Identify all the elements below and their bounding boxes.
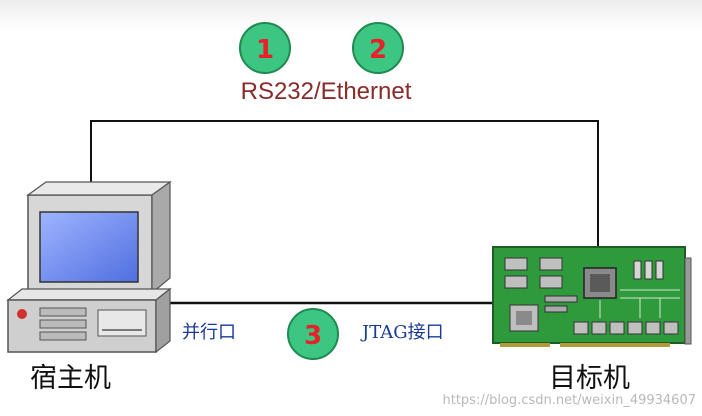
parallel-port-label: 并行口	[182, 322, 236, 343]
badge-2-circle	[352, 22, 404, 74]
badge-2: 2	[352, 22, 404, 74]
host-label: 宿主机	[30, 363, 111, 394]
jtag-port-label: JTAG接口	[360, 322, 444, 343]
badge-1-circle	[239, 22, 291, 74]
host-computer-icon	[6, 180, 172, 354]
protocol-label: RS232/Ethernet	[241, 78, 412, 105]
target-label: 目标机	[549, 363, 630, 394]
badge-3: 3	[287, 308, 339, 360]
badge-1-number: 1	[256, 35, 274, 65]
target-board-icon	[492, 246, 692, 347]
badge-2-number: 2	[369, 35, 387, 65]
top-shade	[0, 0, 702, 30]
badge-1: 1	[239, 22, 291, 74]
power-led	[17, 309, 27, 319]
badge-3-circle	[287, 308, 339, 360]
badge-3-number: 3	[304, 321, 322, 351]
serial-ethernet-line	[90, 120, 599, 248]
monitor-screen	[39, 211, 139, 283]
watermark-text: https://blog.csdn.net/weixin_49934607	[442, 393, 696, 408]
